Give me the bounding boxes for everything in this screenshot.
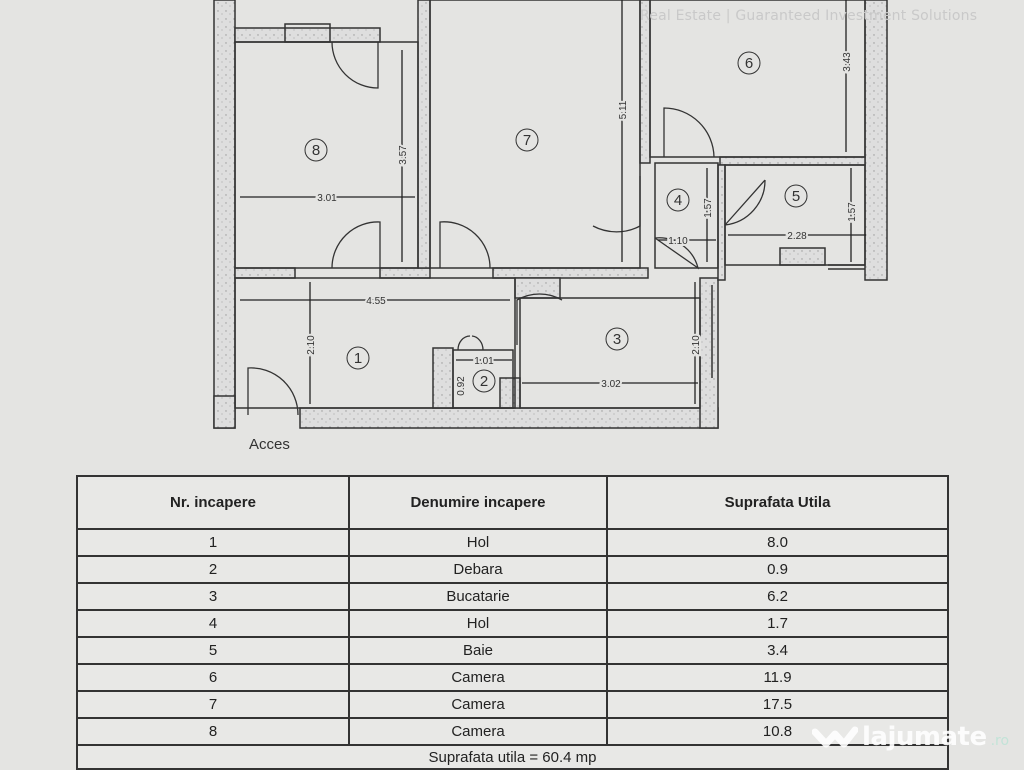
room-number-cell: 2 xyxy=(76,555,350,584)
dim-r2-w: 1.01 xyxy=(474,356,494,367)
svg-text:8: 8 xyxy=(312,142,320,159)
room-name-cell: Baie xyxy=(348,636,608,665)
room-name-cell: Bucatarie xyxy=(348,582,608,611)
svg-text:3: 3 xyxy=(613,331,621,348)
header-room-number: Nr. incapere xyxy=(76,475,350,530)
svg-text:7: 7 xyxy=(523,132,531,149)
room-number-7: 7 xyxy=(515,128,539,152)
dim-r7-h: 5.11 xyxy=(618,100,629,119)
room-name-cell: Camera xyxy=(348,663,608,692)
dim-r2-h: 0.92 xyxy=(456,376,467,396)
dim-r4-w: 1.10 xyxy=(668,236,688,247)
room-number-cell: 5 xyxy=(76,636,350,665)
room-number-cell: 8 xyxy=(76,717,350,746)
room-number-6: 6 xyxy=(737,51,761,75)
room-number-cell: 3 xyxy=(76,582,350,611)
dim-r1-w: 4.55 xyxy=(366,296,386,307)
header-area: Suprafata Utila xyxy=(606,475,949,530)
lajumate-logo: lajumate .ro xyxy=(812,722,1009,752)
area-cell: 17.5 xyxy=(606,690,949,719)
logo-tld: .ro xyxy=(990,733,1010,749)
room-number-8: 8 xyxy=(304,138,328,162)
room-name-cell: Hol xyxy=(348,609,608,638)
svg-text:2: 2 xyxy=(480,373,488,390)
room-number-4: 4 xyxy=(666,188,690,212)
dim-r8-h: 3.57 xyxy=(398,145,409,165)
dim-r1-h: 2.10 xyxy=(306,335,317,355)
room-number-cell: 4 xyxy=(76,609,350,638)
room-number-cell: 7 xyxy=(76,690,350,719)
dim-r5-h: 1.57 xyxy=(847,202,858,222)
area-cell: 10.8 xyxy=(606,717,949,746)
walls xyxy=(213,0,888,429)
svg-text:1: 1 xyxy=(354,350,362,367)
logo-icon xyxy=(812,726,858,748)
room-name-cell: Camera xyxy=(348,690,608,719)
area-cell: 1.7 xyxy=(606,609,949,638)
room-numbers: 1 2 3 4 5 6 7 8 xyxy=(304,51,808,393)
dimension-lines xyxy=(240,0,866,404)
room-number-3: 3 xyxy=(605,327,629,351)
room-number-cell: 6 xyxy=(76,663,350,692)
room-number-2: 2 xyxy=(472,369,496,393)
watermark-text: Real Estate | Guaranteed Investment Solu… xyxy=(640,8,978,24)
area-cell: 6.2 xyxy=(606,582,949,611)
area-cell: 8.0 xyxy=(606,528,949,557)
table-header-row: Nr. incapere Denumire incapere Suprafata… xyxy=(76,475,949,530)
area-cell: 0.9 xyxy=(606,555,949,584)
room-number-5: 5 xyxy=(784,184,808,208)
room-number-cell: 1 xyxy=(76,528,350,557)
doors xyxy=(247,41,766,416)
room-number-1: 1 xyxy=(346,346,370,370)
room-name-cell: Debara xyxy=(348,555,608,584)
floor-plan: 1 2 3 4 5 6 7 8 3.57 3.01 5.11 3.43 1.57… xyxy=(213,0,888,453)
svg-text:4: 4 xyxy=(674,192,682,209)
rooms-table: Nr. incapere Denumire incapere Suprafata… xyxy=(76,475,949,770)
area-cell: 11.9 xyxy=(606,663,949,692)
dim-r3-h: 2.10 xyxy=(691,335,702,355)
dim-r5-w: 2.28 xyxy=(787,231,807,242)
room-name-cell: Hol xyxy=(348,528,608,557)
area-cell: 3.4 xyxy=(606,636,949,665)
svg-text:6: 6 xyxy=(745,55,753,72)
room-outlines xyxy=(234,0,866,409)
dim-r4-h: 1.57 xyxy=(703,198,714,218)
logo-word: lajumate xyxy=(862,722,987,752)
room-name-cell: Camera xyxy=(348,717,608,746)
access-label: Acces xyxy=(249,436,290,453)
dimension-labels: 3.57 3.01 5.11 3.43 1.57 1.10 1.57 2.28 … xyxy=(304,50,860,396)
dim-r6-h: 3.43 xyxy=(842,52,853,72)
dim-r3-w: 3.02 xyxy=(601,379,621,390)
header-room-name: Denumire incapere xyxy=(348,475,608,530)
svg-text:5: 5 xyxy=(792,188,800,205)
dim-r8-w: 3.01 xyxy=(317,193,337,204)
